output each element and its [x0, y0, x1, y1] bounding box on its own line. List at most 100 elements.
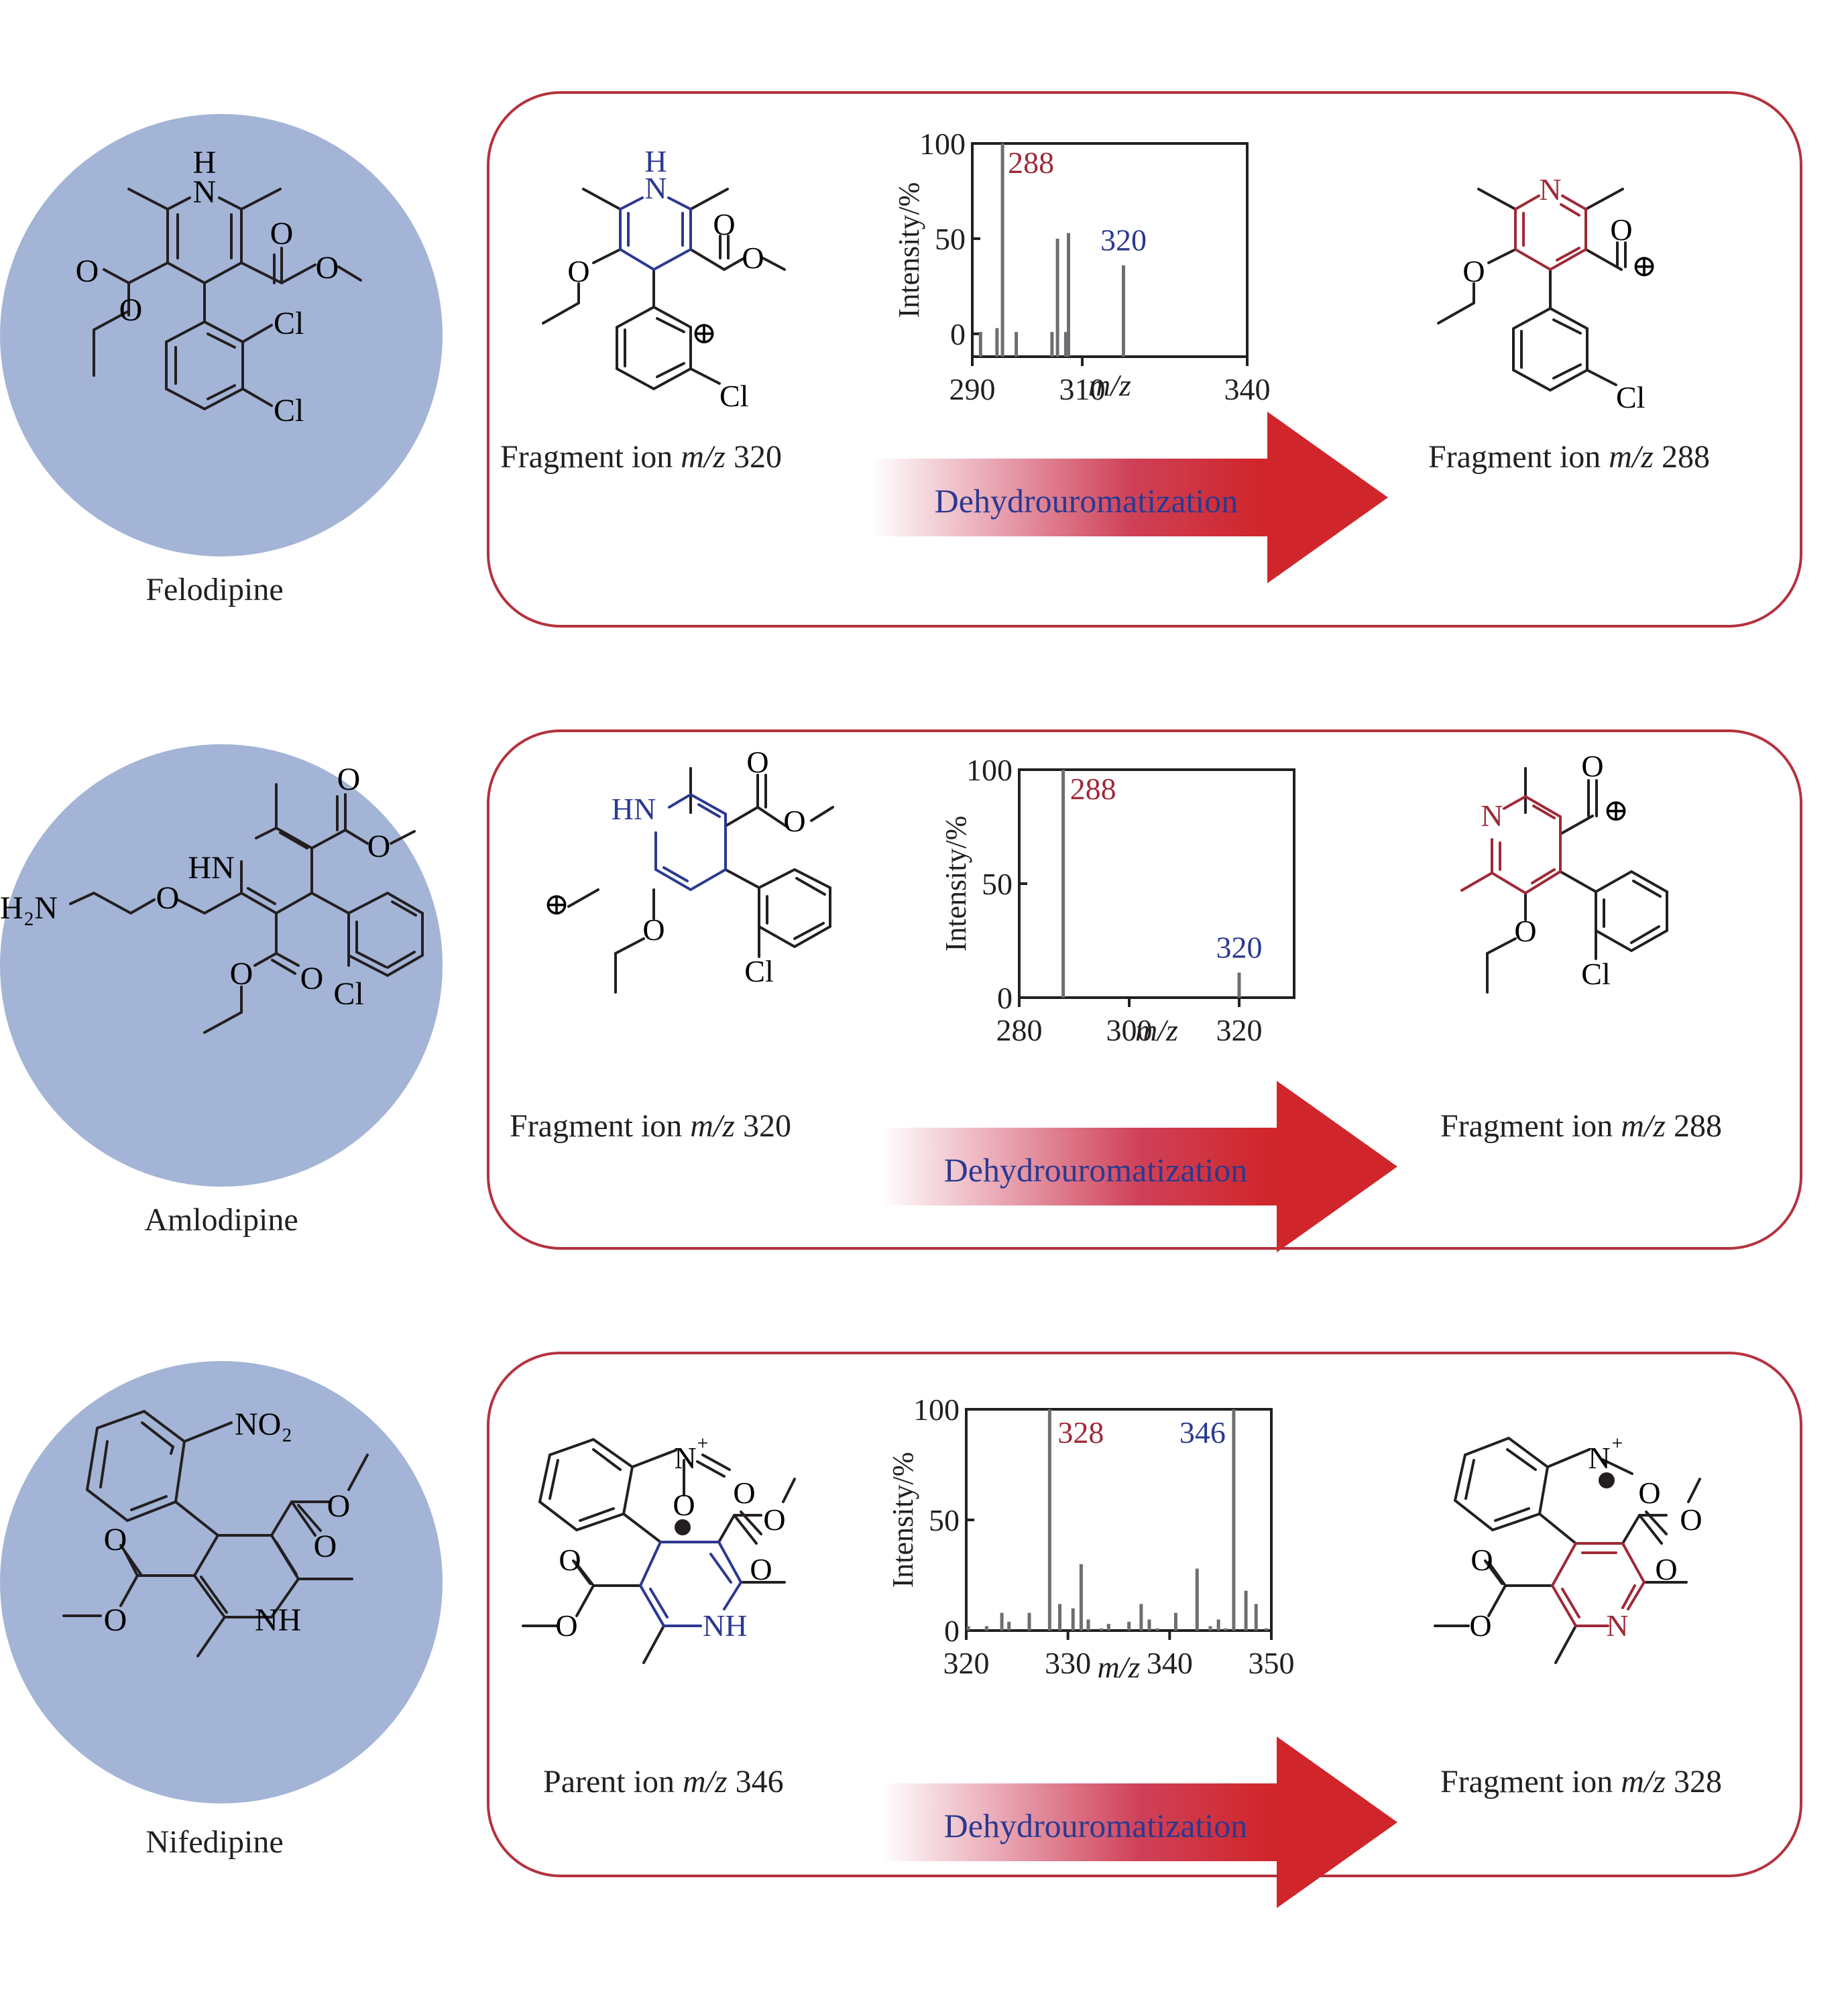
- atom-o: O: [555, 1608, 577, 1643]
- ion-label-prefix: Fragment ion: [1428, 439, 1609, 475]
- atom-o: O: [1462, 254, 1485, 288]
- atom-cl: Cl: [719, 379, 748, 413]
- atom-o: O: [1680, 1502, 1702, 1537]
- ion-label-prefix: Fragment ion: [1440, 1108, 1621, 1144]
- atom-no2: NO₂: [235, 1407, 292, 1442]
- atom-o: O: [104, 1602, 127, 1638]
- atom-cl: Cl: [1581, 957, 1610, 991]
- atom-o: O: [750, 1552, 772, 1586]
- drug-background-circle: [0, 1361, 443, 1804]
- right-ion-label: Fragment ion m/z 328: [1440, 1763, 1722, 1800]
- y-axis-label: Intensity/%: [939, 816, 972, 952]
- ion-label-mz: m/z: [1609, 439, 1654, 475]
- atom-o: O: [559, 1543, 581, 1577]
- atom-hn: HN: [612, 792, 656, 826]
- arrow-label: Dehydrouromatization: [934, 482, 1238, 520]
- atom-o: O: [156, 880, 180, 916]
- atom-o: O: [642, 912, 665, 947]
- ion-label-value: 320: [734, 1108, 791, 1144]
- drug-name-nifedipine: Nifedipine: [146, 1824, 284, 1860]
- atom-o: O: [673, 1488, 695, 1522]
- y-tick-label: 50: [929, 1503, 960, 1537]
- atom-o: O: [1470, 1543, 1493, 1577]
- x-tick-label: 340: [1147, 1646, 1193, 1680]
- drug-name-amlodipine: Amlodipine: [144, 1202, 298, 1238]
- atom-cl: Cl: [333, 976, 363, 1012]
- left-ion-label: Parent ion m/z 346: [543, 1763, 784, 1800]
- atom-o: O: [763, 1502, 785, 1537]
- x-tick-label: 330: [1045, 1646, 1091, 1680]
- ion-label-prefix: Fragment ion: [1440, 1764, 1621, 1800]
- atom-o: O: [1469, 1608, 1491, 1643]
- atom-n: N: [644, 171, 667, 205]
- x-axis-label: m/z: [1088, 368, 1131, 402]
- ion-label-value: 288: [1653, 439, 1710, 475]
- atom-o: O: [713, 207, 735, 241]
- arrow-label: Dehydrouromatization: [943, 1807, 1248, 1844]
- row-amlodipine: H₂N O HN O O O O Cl Amlodipine HN: [0, 697, 1848, 1328]
- peak-label: 328: [1057, 1415, 1104, 1450]
- charge-plus-icon: ⊕: [1603, 793, 1629, 827]
- atom-h2n: H₂N: [0, 890, 58, 926]
- row-felodipine: H N O O O O Cl Cl Felodipine: [0, 67, 1848, 697]
- peak-label: 346: [1179, 1415, 1226, 1450]
- atom-nh: NH: [255, 1602, 301, 1638]
- atom-h: H: [193, 145, 217, 180]
- atom-o: O: [733, 1476, 755, 1510]
- ion-label-prefix: Fragment ion: [510, 1108, 691, 1144]
- left-ion-label: Fragment ion m/z 320: [500, 438, 782, 475]
- atom-o: O: [1581, 749, 1603, 783]
- atom-o: O: [119, 292, 143, 328]
- atom-o: O: [1610, 213, 1632, 247]
- charge-plus-icon: ⊕: [544, 887, 570, 921]
- y-tick-label: 50: [982, 867, 1013, 901]
- peak-label: 288: [1008, 145, 1054, 180]
- drug-name-felodipine: Felodipine: [146, 572, 284, 607]
- fragmentation-panel-felodipine: H N O O O ⊕ Cl N: [487, 91, 1802, 628]
- reaction-arrow: Dehydrouromatization: [881, 1081, 1431, 1255]
- y-tick-label: 100: [966, 753, 1013, 787]
- y-tick-label: 100: [913, 1393, 960, 1427]
- peak-label: 320: [1216, 931, 1263, 965]
- ion-label-value: 346: [727, 1764, 784, 1800]
- charge-plus-sign: +: [1612, 1432, 1623, 1454]
- y-tick-label: 0: [944, 1614, 960, 1648]
- felodipine-fragment-structures: H N O O O ⊕ Cl N: [542, 144, 1657, 414]
- x-tick-label: 300: [1106, 1013, 1153, 1047]
- y-tick-label: 50: [935, 222, 966, 256]
- arrow-right-icon: [881, 1736, 1397, 1908]
- y-tick-label: 100: [919, 127, 966, 161]
- reaction-arrow: Dehydrouromatization: [881, 1736, 1431, 1911]
- nifedipine-fragment-structures: N + O O O O O O NH: [522, 1432, 1702, 1664]
- atom-o: O: [104, 1522, 127, 1557]
- atom-o: O: [1514, 914, 1536, 948]
- atom-o: O: [316, 250, 339, 286]
- plot-frame: [971, 142, 1249, 358]
- y-tick-label: 0: [997, 981, 1013, 1015]
- ion-label-prefix: Fragment ion: [500, 439, 681, 475]
- ion-label-prefix: Parent ion: [543, 1764, 683, 1800]
- ion-label-mz: m/z: [681, 439, 726, 475]
- row-nifedipine: NO₂ O O O O NH Nifedipine: [0, 1314, 1848, 1944]
- felodipine-bonds: [93, 188, 362, 411]
- atom-o: O: [1655, 1552, 1677, 1586]
- atom-o: O: [76, 253, 99, 289]
- atom-o: O: [742, 241, 764, 275]
- x-tick-label: 280: [996, 1013, 1043, 1047]
- atom-o: O: [783, 804, 805, 838]
- reaction-arrow: Dehydrouromatization: [872, 412, 1422, 586]
- y-axis-label: Intensity/%: [886, 1452, 919, 1588]
- atom-cl: Cl: [274, 393, 304, 428]
- x-tick-label: 320: [1216, 1013, 1263, 1047]
- atom-o: O: [314, 1529, 337, 1564]
- atom-cl: Cl: [1616, 380, 1645, 414]
- ion-label-value: 328: [1665, 1764, 1722, 1800]
- y-tick-label: 0: [950, 317, 966, 351]
- charge-plus-icon: ⊕: [691, 316, 717, 350]
- atom-cl: Cl: [744, 954, 773, 988]
- fragmentation-panel-amlodipine: HN O O O ⊕ Cl N O ⊕ O C: [487, 729, 1802, 1252]
- atom-n: N: [193, 174, 217, 210]
